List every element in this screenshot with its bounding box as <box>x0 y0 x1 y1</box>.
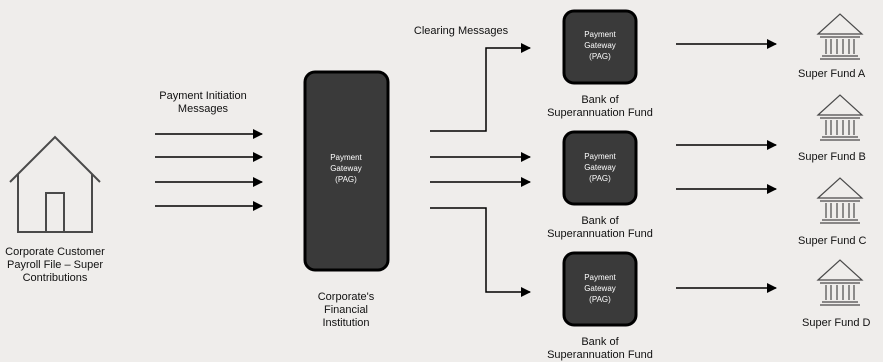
bank-1-gateway-line-1: Payment <box>584 30 616 39</box>
bank-label-3: Bank of Superannuation Fund <box>547 336 653 361</box>
fund-label-a: Super Fund A <box>798 68 866 80</box>
customer-label: Corporate Customer Payroll File – Super … <box>5 246 105 284</box>
bank-icon <box>816 94 864 141</box>
fund-label-b: Super Fund B <box>798 151 866 163</box>
bank-2-gateway-line-3: (PAG) <box>589 174 611 183</box>
bank-icon <box>816 13 864 60</box>
corporate-gateway-line-2: Gateway <box>330 164 362 173</box>
corporate-fi-label: Corporate's Financial Institution <box>317 291 375 329</box>
initiation-messages-label: Payment Initiation Messages <box>159 90 247 115</box>
bank-3-gateway-line-2: Gateway <box>584 284 616 293</box>
clearing-arrow-bank-1 <box>430 43 531 132</box>
corporate-payment-gateway <box>303 70 390 272</box>
bank-gateway-2 <box>562 130 638 206</box>
bank-3-gateway-line-3: (PAG) <box>589 295 611 304</box>
bank-icon <box>816 259 864 306</box>
bank-label-1: Bank of Superannuation Fund <box>547 94 653 119</box>
bank-1-gateway-line-3: (PAG) <box>589 52 611 61</box>
bank-gateway-1 <box>562 9 638 85</box>
clearing-messages-label: Clearing Messages <box>413 25 509 37</box>
bank-label-2: Bank of Superannuation Fund <box>547 215 653 240</box>
bank-gateway-3 <box>562 251 638 327</box>
corporate-gateway-line-3: (PAG) <box>335 175 357 184</box>
bank-2-gateway-line-1: Payment <box>584 152 616 161</box>
bank-3-gateway-line-1: Payment <box>584 273 616 282</box>
bank-icon <box>816 177 864 224</box>
house-icon <box>9 135 101 233</box>
clearing-arrow-bank-3 <box>430 207 531 297</box>
corporate-gateway-line-1: Payment <box>330 153 362 162</box>
bank-2-gateway-line-2: Gateway <box>584 163 616 172</box>
bank-1-gateway-line-2: Gateway <box>584 41 616 50</box>
fund-label-c: Super Fund C <box>798 235 867 247</box>
fund-label-d: Super Fund D <box>802 317 871 329</box>
